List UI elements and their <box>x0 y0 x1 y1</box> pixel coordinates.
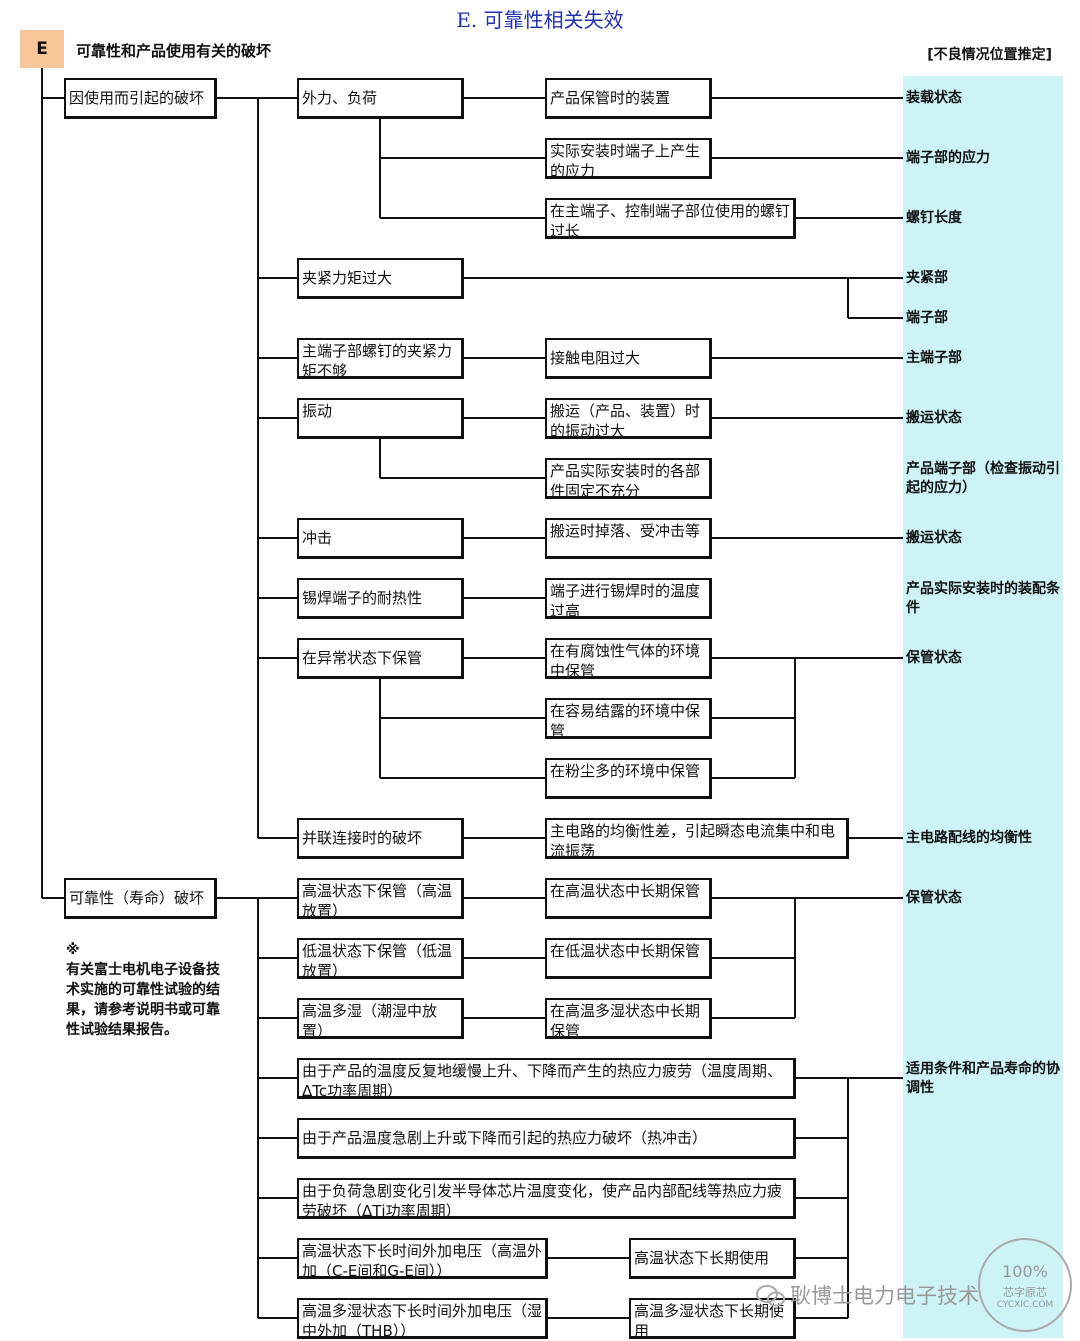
result-terminal-stress: 端子部的应力 <box>906 150 990 166</box>
reference-note: ※ 有关富士电机电子设备技术实施的可靠性试验的结果，请参考说明书或可靠性试验结果… <box>66 942 220 1038</box>
detail-drop: 搬运时掉落、受冲击等 <box>545 518 712 559</box>
result-terminal: 端子部 <box>906 310 948 326</box>
life-destruction-box: 可靠性（寿命）破坏 <box>64 878 217 919</box>
detail-condensation: 在容易结露的环境中保管 <box>545 698 712 739</box>
cause-solder-heat: 锡焊端子的耐热性 <box>297 578 464 619</box>
result-screw-length: 螺钉长度 <box>906 210 962 226</box>
detail-screw-length: 在主端子、控制端子部位使用的螺钉过长 <box>545 198 796 239</box>
detail-long-high: 在高温状态中长期保管 <box>545 878 712 919</box>
result-storage: 保管状态 <box>906 650 962 666</box>
cause-low-temp: 低温状态下保管（低温放置） <box>297 938 464 979</box>
cause-thermal-shock: 由于产品温度急剧上升或下降而引起的热应力破坏（热冲击） <box>297 1118 796 1159</box>
detail-storage-load: 产品保管时的装置 <box>545 78 712 119</box>
detail-fixing: 产品实际安装时的各部件固定不充分 <box>545 458 712 499</box>
watermark-text: 耿博士电力电子技术 <box>790 1284 979 1308</box>
cause-external-force: 外力、负荷 <box>297 78 464 119</box>
result-wiring-balance: 主电路配线的均衡性 <box>906 830 1032 846</box>
cause-high-humid: 高温多湿（潮湿中放置） <box>297 998 464 1039</box>
cause-htb: 高温状态下长时间外加电压（高温外加（C-E间和G-E间）） <box>297 1238 548 1279</box>
result-product-terminal: 产品端子部（检查振动引起的应力） <box>906 461 1060 496</box>
cause-power-cycle: 由于负荷急剧变化引发半导体芯片温度变化，使产品内部配线等热应力疲劳破坏（ΔTj功… <box>297 1178 796 1219</box>
detail-corrosive: 在有腐蚀性气体的环境中保管 <box>545 638 712 679</box>
detail-balance: 主电路的均衡性差，引起瞬态电流集中和电流振荡 <box>545 818 849 859</box>
detail-solder-temp: 端子进行锡焊时的温度过高 <box>545 578 712 619</box>
cause-parallel: 并联连接时的破坏 <box>297 818 464 859</box>
result-transport-2: 搬运状态 <box>906 530 962 546</box>
cause-main-screw: 主端子部螺钉的夹紧力矩不够 <box>297 338 464 379</box>
detail-long-humid: 在高温多湿状态中长期保管 <box>545 998 712 1039</box>
detail-contact-resistance: 接触电阻过大 <box>545 338 712 379</box>
detail-terminal-stress: 实际安装时端子上产生的应力 <box>545 138 712 179</box>
section-heading: 可靠性和产品使用有关的破坏 <box>76 42 272 60</box>
cause-vibration: 振动 <box>297 398 464 439</box>
result-transport: 搬运状态 <box>906 410 962 426</box>
result-mounting: 产品实际安装时的装配条件 <box>906 581 1060 616</box>
section-tag: E <box>20 30 64 68</box>
location-column-header: [不良情况位置推定] <box>927 47 1052 63</box>
page-title: E. 可靠性相关失效 <box>456 8 624 32</box>
cause-abnormal-storage: 在异常状态下保管 <box>297 638 464 679</box>
cause-thb: 高温多湿状态下长时间外加电压（湿中外加（THB）） <box>297 1298 548 1339</box>
wechat-icon <box>756 1285 785 1307</box>
detail-transport-vibration: 搬运（产品、装置）时的振动过大 <box>545 398 712 439</box>
result-loading: 装载状态 <box>906 90 962 106</box>
cause-clamp-excess: 夹紧力矩过大 <box>297 258 464 299</box>
detail-long-low: 在低温状态中长期保管 <box>545 938 712 979</box>
result-storage-2: 保管状态 <box>906 890 962 906</box>
cause-high-temp: 高温状态下保管（高温放置） <box>297 878 464 919</box>
detail-humid-use: 高温多湿状态下长期使用 <box>629 1298 796 1339</box>
cause-impact: 冲击 <box>297 518 464 559</box>
detail-high-use: 高温状态下长期使用 <box>629 1238 796 1279</box>
cause-thermal-cycle: 由于产品的温度反复地缓慢上升、下降而产生的热应力疲劳（温度周期、ΔTc功率周期） <box>297 1058 796 1099</box>
location-column-band <box>903 76 1063 1338</box>
result-main-terminal: 主端子部 <box>906 350 962 366</box>
result-conditions: 适用条件和产品寿命的协调性 <box>906 1061 1060 1096</box>
detail-dusty: 在粉尘多的环境中保管 <box>545 758 712 799</box>
result-clamp: 夹紧部 <box>906 270 948 286</box>
use-destruction-box: 因使用而引起的破坏 <box>64 78 217 119</box>
site-seal-logo: 100% 芯字原芯 CYCXIC.COM <box>978 1238 1072 1332</box>
